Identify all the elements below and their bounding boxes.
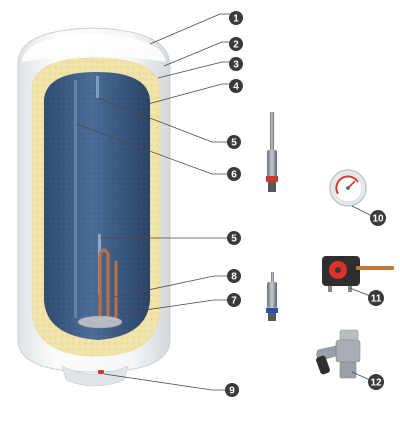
leader-4 [147, 83, 232, 105]
callout-3: 3 [229, 57, 243, 71]
leader-2 [163, 41, 232, 67]
callout-10: 10 [370, 210, 386, 226]
callout-8: 8 [227, 269, 241, 283]
anode-rod-icon [266, 272, 278, 321]
leader-7 [117, 299, 230, 315]
safety-valve-icon [316, 329, 361, 379]
top-rod [96, 76, 99, 98]
callout-8-label: 8 [231, 272, 237, 283]
callout-2-label: 2 [233, 40, 239, 51]
inner-tank-texture [44, 72, 150, 340]
leader-6 [75, 123, 230, 175]
callout-7: 7 [227, 293, 241, 307]
callout-6-label: 6 [231, 170, 237, 181]
callout-2: 2 [229, 37, 243, 51]
callouts: 1 2 3 4 5 6 5 8 [225, 11, 386, 397]
callout-5a: 5 [227, 135, 241, 149]
leader-11 [349, 287, 371, 297]
indicator-light [98, 370, 104, 374]
callout-5b: 5 [227, 231, 241, 245]
leader-3 [157, 61, 232, 79]
hot-water-pipe [74, 80, 77, 318]
leader-1 [149, 13, 232, 45]
callout-9-label: 9 [229, 386, 235, 397]
leader-10 [351, 205, 373, 217]
callout-4-label: 4 [233, 82, 239, 93]
leader-5a [97, 97, 230, 143]
callout-12: 12 [368, 374, 384, 390]
callout-9: 9 [225, 383, 239, 397]
bottom-flange [77, 315, 123, 329]
leader-8 [109, 275, 230, 299]
water-heater [17, 27, 171, 387]
leader-12 [351, 371, 371, 381]
leader-9 [103, 373, 228, 391]
callout-12-label: 12 [370, 378, 382, 389]
callout-5b-label: 5 [231, 234, 237, 245]
top-cap [22, 34, 166, 62]
callout-10-label: 10 [372, 214, 384, 225]
thermostat-icon [322, 256, 394, 292]
callout-5a-label: 5 [231, 138, 237, 149]
callout-11-label: 11 [371, 294, 382, 305]
leader-lines [75, 13, 373, 391]
callout-7-label: 7 [231, 296, 237, 307]
magnesium-anode-rod-icon [266, 112, 278, 192]
callout-1-label: 1 [233, 14, 239, 25]
callout-11: 11 [368, 290, 384, 306]
callout-6: 6 [227, 167, 241, 181]
callout-1: 1 [229, 11, 243, 25]
thermometer-gauge-icon [329, 169, 367, 207]
callout-3-label: 3 [233, 60, 239, 71]
bottom-base [61, 365, 129, 387]
callout-4: 4 [229, 79, 243, 93]
